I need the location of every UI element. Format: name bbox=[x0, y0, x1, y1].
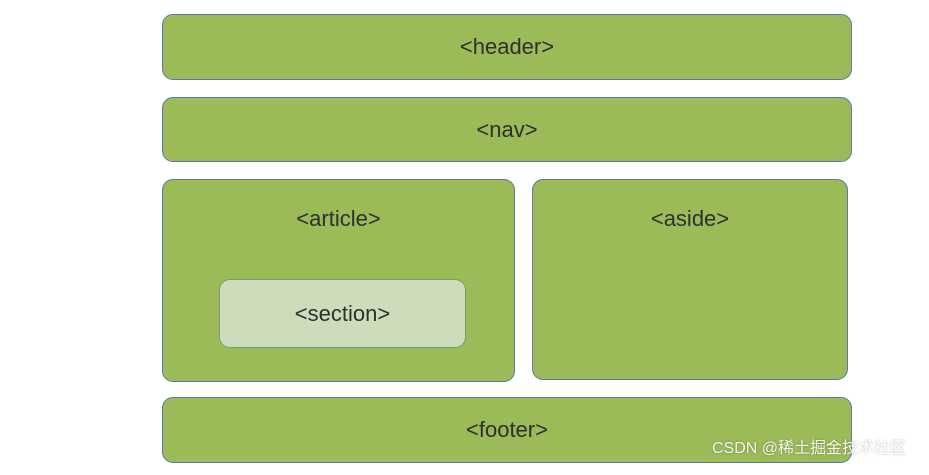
header-label: <header> bbox=[459, 34, 555, 59]
footer-label: <footer> bbox=[466, 417, 548, 442]
aside-label: <aside> bbox=[650, 206, 730, 231]
section-label: <section> bbox=[294, 300, 391, 326]
header-block: <header> bbox=[162, 14, 852, 80]
nav-label: <nav> bbox=[476, 116, 538, 142]
nav-block: <nav> bbox=[162, 97, 852, 162]
footer-block: <footer> bbox=[162, 397, 852, 463]
section-block: <section> bbox=[219, 279, 466, 348]
aside-block: <aside> bbox=[532, 179, 848, 380]
article-label: <article> bbox=[296, 206, 381, 231]
